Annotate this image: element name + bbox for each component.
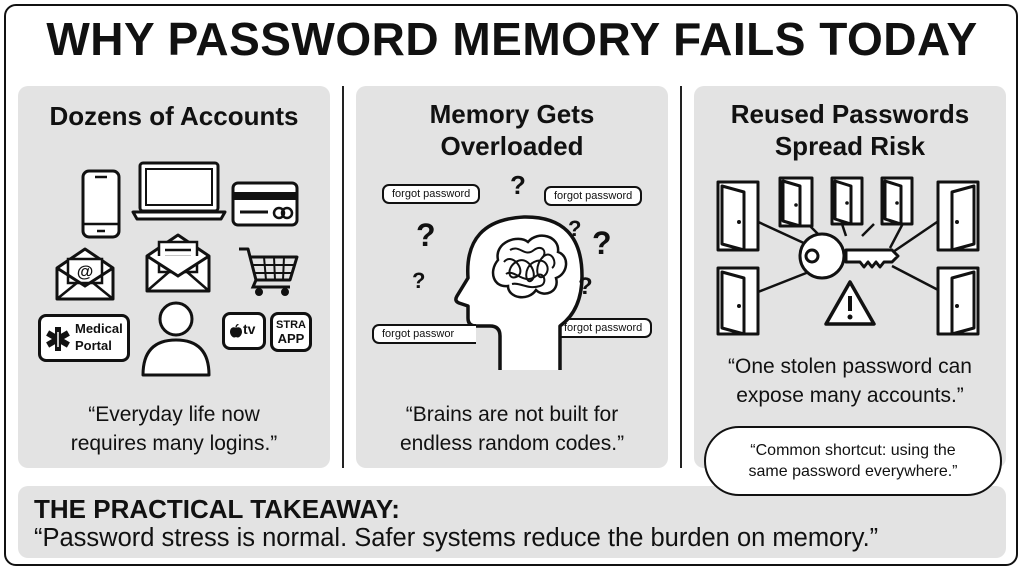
- shortcut-bubble: “Common shortcut: using the same passwor…: [704, 426, 1002, 496]
- streaming-app-icon: STRA APP: [270, 312, 312, 352]
- door-icon: [936, 180, 980, 252]
- panel-reused-passwords: Reused Passwords Spread Risk: [694, 86, 1006, 468]
- app-label-line2: APP: [277, 331, 305, 346]
- tv-label: tv: [243, 321, 256, 337]
- svg-text:@: @: [77, 262, 94, 281]
- forgot-password-tag: forgot password: [554, 318, 653, 338]
- panel-title-line2: Spread Risk: [774, 131, 926, 161]
- medical-label-line1: Medical: [75, 321, 123, 336]
- takeaway-box: THE PRACTICAL TAKEAWAY: “Password stress…: [18, 486, 1006, 558]
- svg-text:?: ?: [568, 216, 581, 241]
- shopping-cart-icon: [239, 247, 299, 296]
- head-brain-icon: [454, 215, 584, 370]
- phone-icon: [81, 169, 121, 239]
- panel-title: Dozens of Accounts: [49, 101, 299, 131]
- panel-divider: [342, 86, 344, 468]
- svg-text:?: ?: [592, 225, 612, 261]
- forgot-password-tag: forgot password: [544, 186, 643, 206]
- panel-caption: “Brains are not built for endless random…: [356, 400, 668, 458]
- panel-dozens-of-accounts: Dozens of Accounts @: [18, 86, 330, 468]
- apple-tv-icon: tv: [222, 312, 266, 350]
- page-title: WHY PASSWORD MEMORY FAILS TODAY: [46, 13, 978, 65]
- warning-icon: [824, 280, 876, 326]
- key-icon: [798, 232, 900, 280]
- panel-title-line1: Reused Passwords: [730, 99, 970, 129]
- caption-line2: endless random codes.”: [399, 432, 625, 455]
- panel-title-line2: Overloaded: [440, 131, 584, 161]
- door-icon: [716, 266, 760, 336]
- svg-text:?: ?: [510, 170, 526, 200]
- svg-text:?: ?: [416, 217, 436, 253]
- email-icon: @: [55, 247, 115, 301]
- apple-logo-icon: [230, 324, 242, 338]
- panel-divider: [680, 86, 682, 468]
- caption-line1: “Everyday life now: [88, 403, 260, 426]
- door-icon: [936, 266, 980, 336]
- panel-title: Memory Gets Overloaded: [356, 98, 668, 162]
- panel-title-line1: Memory Gets: [429, 99, 595, 129]
- medical-star-icon: [46, 327, 70, 351]
- bubble-line1: “Common shortcut: using the: [750, 442, 956, 459]
- question-marks-icon: ? ? ? ? ? ?: [412, 170, 612, 300]
- medical-portal-icon: Medical Portal: [38, 314, 130, 362]
- laptop-icon: [131, 161, 227, 221]
- door-icon: [778, 176, 814, 228]
- caption-line2: expose many accounts.”: [736, 384, 964, 407]
- app-label-line1: STRA: [276, 319, 306, 331]
- panel-memory-overloaded: Memory Gets Overloaded forgot password f…: [356, 86, 668, 468]
- door-icon: [880, 176, 914, 226]
- door-icon: [716, 180, 760, 252]
- caption-line1: “Brains are not built for: [405, 403, 619, 426]
- caption-line2: requires many logins.”: [70, 432, 278, 455]
- takeaway-heading: THE PRACTICAL TAKEAWAY:: [34, 494, 400, 524]
- envelope-icon: [145, 233, 211, 293]
- svg-text:?: ?: [412, 268, 425, 293]
- caption-line1: “One stolen password can: [728, 355, 972, 378]
- panel-caption: “One stolen password can expose many acc…: [694, 352, 1006, 410]
- panel-caption: “Everyday life now requires many logins.…: [18, 400, 330, 458]
- forgot-password-tag: forgot passwor: [372, 324, 476, 344]
- door-icon: [830, 176, 864, 226]
- credit-card-icon: [231, 181, 299, 227]
- key-doors-diagram: [716, 176, 980, 336]
- panel-title: Reused Passwords Spread Risk: [694, 98, 1006, 162]
- bubble-line2: same password everywhere.”: [748, 463, 958, 480]
- forgot-password-tag: forgot password: [382, 184, 481, 204]
- user-icon: [141, 301, 211, 377]
- svg-text:?: ?: [578, 273, 593, 300]
- medical-label-line2: Portal: [75, 338, 112, 353]
- takeaway-quote: “Password stress is normal. Safer system…: [34, 524, 879, 552]
